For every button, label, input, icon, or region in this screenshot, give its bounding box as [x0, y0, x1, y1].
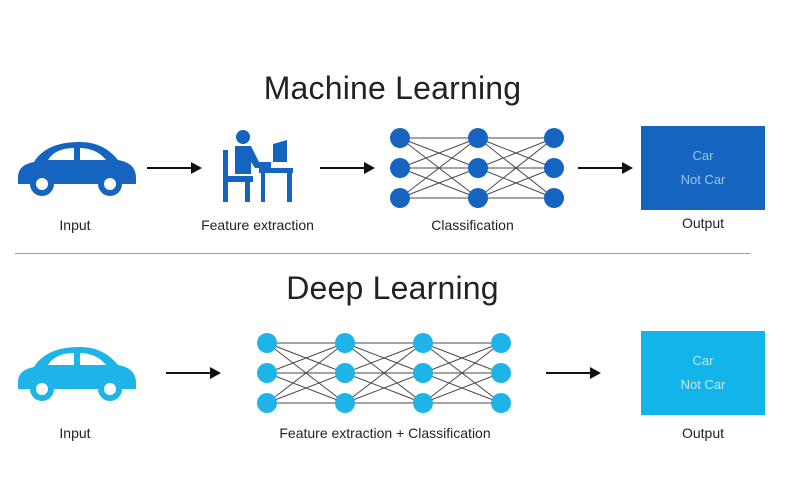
person-at-desk-icon [223, 130, 293, 202]
neural-network-icon [257, 333, 511, 413]
car-icon [18, 347, 136, 401]
ml-output-car: Car [692, 148, 714, 163]
ml-feature-extraction-label: Feature extraction [201, 217, 314, 233]
dl-output-not-car: Not Car [680, 377, 726, 392]
section-divider [15, 253, 750, 254]
dl-output-box: Car Not Car [641, 331, 765, 415]
ml-classification-label: Classification [431, 217, 514, 233]
ml-output-box: Car Not Car [641, 126, 765, 210]
dl-input-label: Input [59, 425, 91, 441]
ml-input-label: Input [59, 217, 91, 233]
ml-output-not-car: Not Car [680, 172, 726, 187]
dl-combined-label: Feature extraction + Classification [279, 425, 491, 441]
arrow-right-icon [166, 367, 221, 379]
ml-output-label: Output [681, 215, 725, 231]
ml-title: Machine Learning [263, 70, 522, 106]
arrow-right-icon [320, 162, 375, 174]
dl-output-car: Car [692, 353, 714, 368]
dl-title: Deep Learning [286, 270, 499, 306]
neural-network-icon [390, 128, 564, 208]
arrow-right-icon [546, 367, 601, 379]
arrow-right-icon [578, 162, 633, 174]
arrow-right-icon [147, 162, 202, 174]
car-icon [18, 142, 136, 196]
dl-output-label: Output [681, 425, 725, 441]
